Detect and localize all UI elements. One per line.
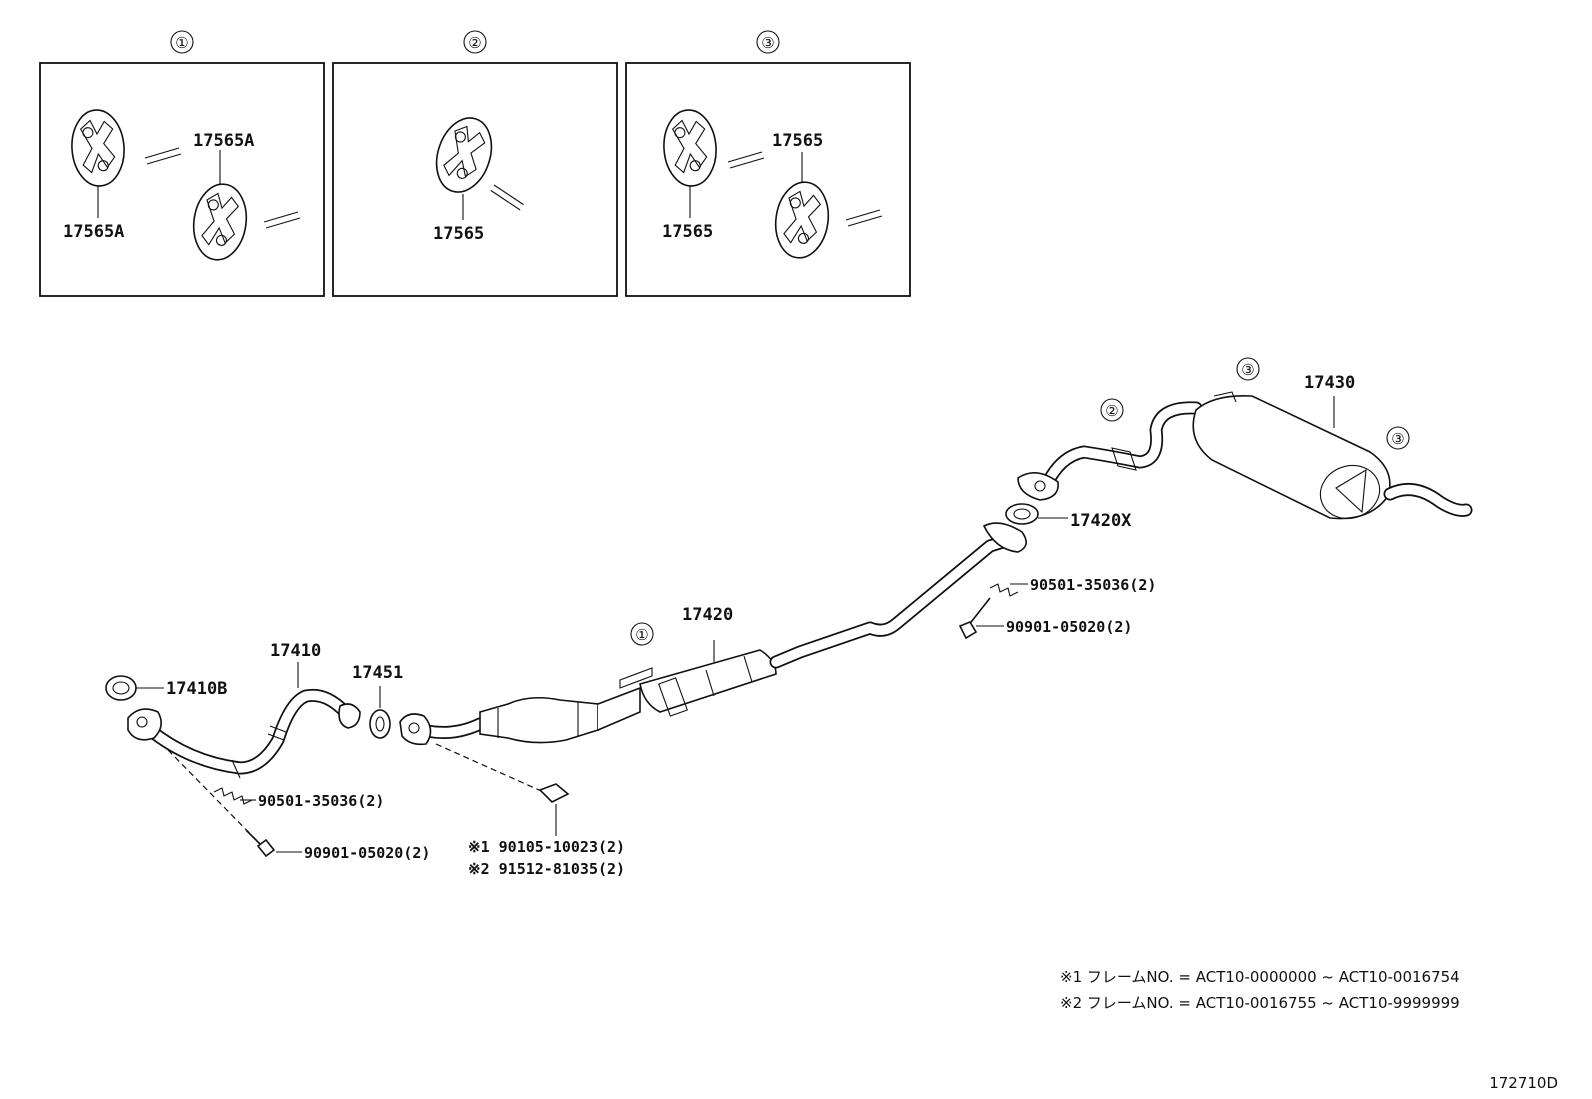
hanger-rod-icon bbox=[144, 147, 182, 165]
hanger-ref-1: ① bbox=[635, 626, 648, 644]
part-label-90901-front: 90901-05020(2) bbox=[304, 844, 430, 862]
hanger-rod-icon bbox=[488, 178, 526, 217]
rubber-hanger-icon bbox=[770, 177, 834, 263]
part-label-nut-variant-1: ※1 90105-10023(2) bbox=[468, 838, 625, 856]
detail-box-3: ③ 17565 17565 bbox=[625, 30, 911, 297]
nut-90105-91512: ※1 90105-10023(2) ※2 91512-81035(2) bbox=[435, 743, 625, 878]
rubber-hanger-icon bbox=[68, 107, 128, 189]
part-label-90901-rear: 90901-05020(2) bbox=[1006, 618, 1132, 636]
frame-note-1: ※1 フレームNO. = ACT10-0000000 ~ ACT10-00167… bbox=[1060, 968, 1460, 986]
part-label-17565A-lower: 17565A bbox=[63, 222, 124, 242]
part-label-17565A-upper: 17565A bbox=[193, 131, 254, 151]
part-label-17430: 17430 bbox=[1304, 373, 1355, 393]
rubber-hanger-icon bbox=[660, 107, 720, 189]
part-label-17420x: 17420X bbox=[1070, 511, 1132, 531]
hanger-rod-icon bbox=[727, 151, 765, 169]
part-label-17420: 17420 bbox=[682, 605, 733, 625]
bolt-front-90901: 90901-05020(2) bbox=[245, 829, 430, 862]
part-label-17410: 17410 bbox=[270, 641, 321, 661]
hanger-rod-icon bbox=[845, 209, 883, 227]
part-label-17565-upper: 17565 bbox=[772, 131, 823, 151]
center-pipe-17420: 17420 ① bbox=[399, 522, 1027, 746]
part-label-17565-lower: 17565 bbox=[662, 222, 713, 242]
gasket-17420x: 17420X bbox=[1005, 503, 1132, 531]
frame-note-2: ※2 フレームNO. = ACT10-0016755 ~ ACT10-99999… bbox=[1060, 994, 1460, 1012]
detail-ref-2: ② bbox=[468, 34, 481, 52]
part-label-90501-rear: 90501-35036(2) bbox=[1030, 576, 1156, 594]
part-label-17451: 17451 bbox=[352, 663, 403, 683]
detail-box-2: ② 17565 bbox=[332, 30, 618, 297]
spring-rear-90501: 90501-35036(2) bbox=[989, 576, 1156, 597]
hanger-ref-2: ② bbox=[1105, 402, 1118, 420]
detail-ref-3: ③ bbox=[761, 34, 774, 52]
figure-code: 172710D bbox=[1489, 1074, 1558, 1092]
front-pipe-17410: 17410 bbox=[127, 641, 361, 779]
bolt-rear-90901: 90901-05020(2) bbox=[958, 597, 1132, 640]
hanger-ref-3-top: ③ bbox=[1241, 361, 1254, 379]
part-label-90501-front: 90501-35036(2) bbox=[258, 792, 384, 810]
hanger-rod-icon bbox=[263, 211, 301, 229]
part-label-17565-center: 17565 bbox=[433, 224, 484, 244]
gasket-17451: 17451 bbox=[352, 663, 403, 739]
spring-front-90501: 90501-35036(2) bbox=[167, 749, 384, 853]
part-label-nut-variant-2: ※2 91512-81035(2) bbox=[468, 860, 625, 878]
detail-ref-1: ① bbox=[175, 34, 188, 52]
rubber-hanger-icon bbox=[188, 179, 252, 265]
detail-box-1: ① 17565A 17565A bbox=[39, 30, 325, 297]
hanger-ref-3-side: ③ bbox=[1391, 430, 1404, 448]
part-label-17410b: 17410B bbox=[166, 679, 227, 699]
tail-pipe-17430: 17430 ② ③ ③ bbox=[1017, 357, 1473, 520]
rubber-hanger-icon bbox=[426, 110, 502, 200]
gasket-17410b: 17410B bbox=[105, 675, 227, 701]
